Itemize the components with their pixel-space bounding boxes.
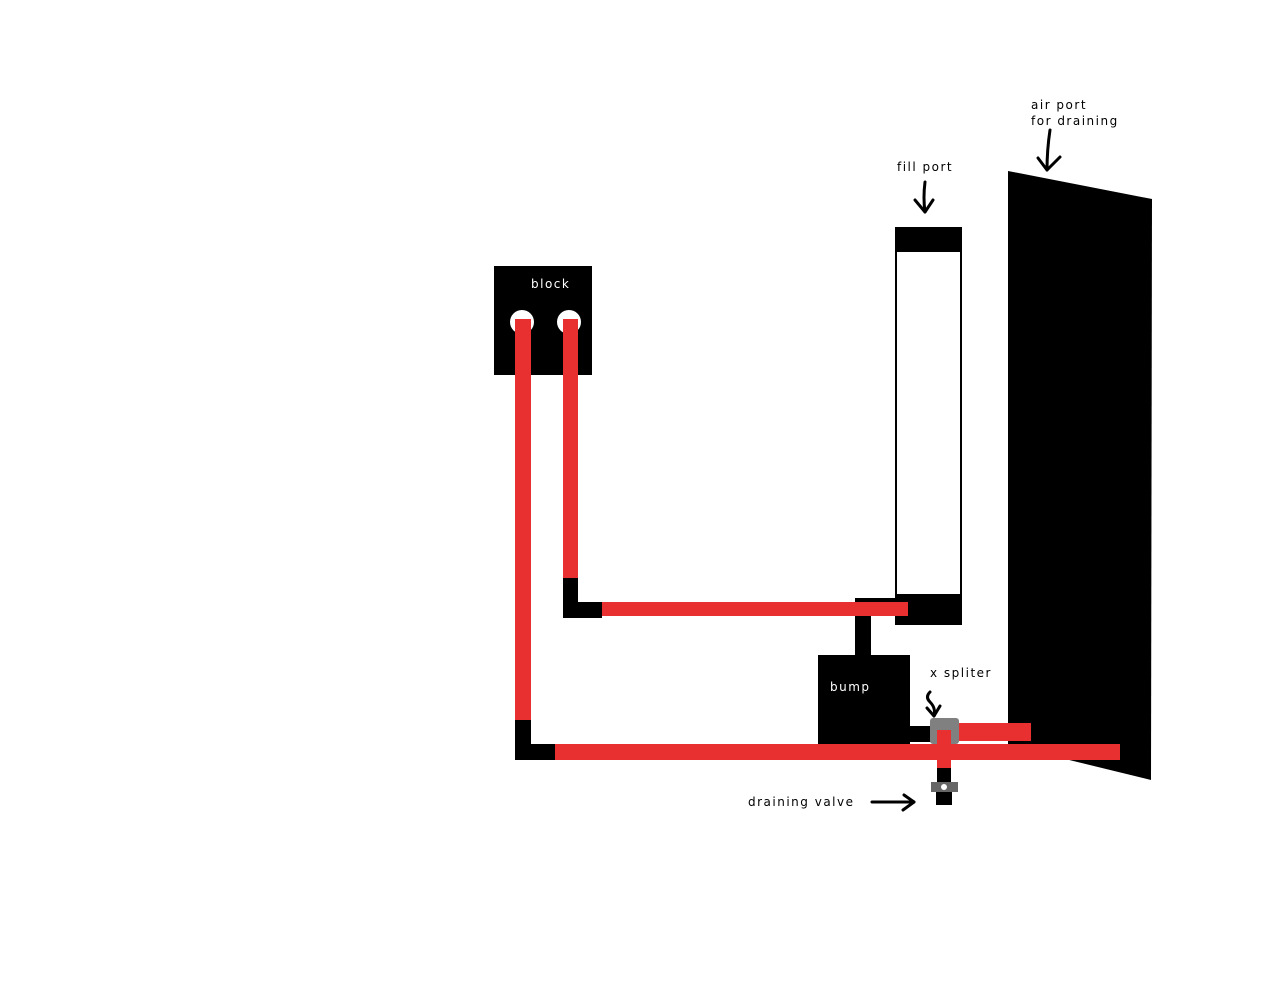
elbow-fitting-upper [563,578,602,618]
pump-outlet [908,726,933,742]
air-port-label-line1: air port [1031,98,1087,112]
x-spliter-label: x spliter [930,666,992,680]
draining-valve-lower [936,792,952,805]
reservoir-body [895,227,962,625]
fill-port-arrow-icon [913,180,935,214]
draining-valve-upper [937,768,951,784]
fill-port-label: fill port [897,160,953,174]
x-spliter-core [937,730,951,770]
tube-bottom-main [552,744,1120,760]
reservoir-top-cap [895,228,962,252]
block-label: block [531,277,570,291]
draining-valve-arrow-icon [870,793,916,812]
elbow-fitting-lower [515,720,555,760]
draining-valve-dot [941,784,947,790]
tube-block-right-vertical [563,319,578,579]
air-port-label-line2: for draining [1031,114,1119,128]
tube-to-reservoir [600,602,908,616]
draining-valve-label: draining valve [748,795,855,809]
tube-spliter-to-radiator [957,723,1031,741]
tube-block-left-vertical [515,319,531,721]
air-port-arrow-icon [1036,128,1062,172]
radiator [1008,171,1152,780]
x-spliter-arrow-icon [925,690,942,718]
pump-label: bump [830,680,871,694]
pump-body [818,655,910,745]
